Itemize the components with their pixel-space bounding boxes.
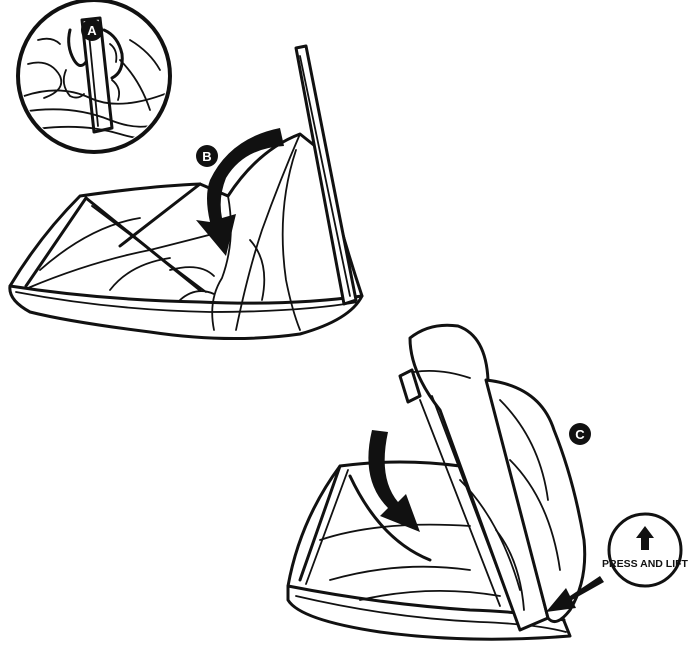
press-and-lift-callout: PRESS AND LIFT (602, 514, 689, 586)
step-b-label: B (202, 149, 211, 164)
step-c-badge: C (569, 423, 591, 445)
step-a-detail-inset: A (18, 0, 172, 152)
step-c-label: C (575, 427, 585, 442)
step-a-label: A (87, 23, 97, 38)
step-b-badge: B (196, 145, 218, 167)
step-a-badge: A (81, 19, 103, 41)
step-c-frame-illustration: C (288, 325, 604, 639)
press-and-lift-label: PRESS AND LIFT (602, 558, 689, 570)
